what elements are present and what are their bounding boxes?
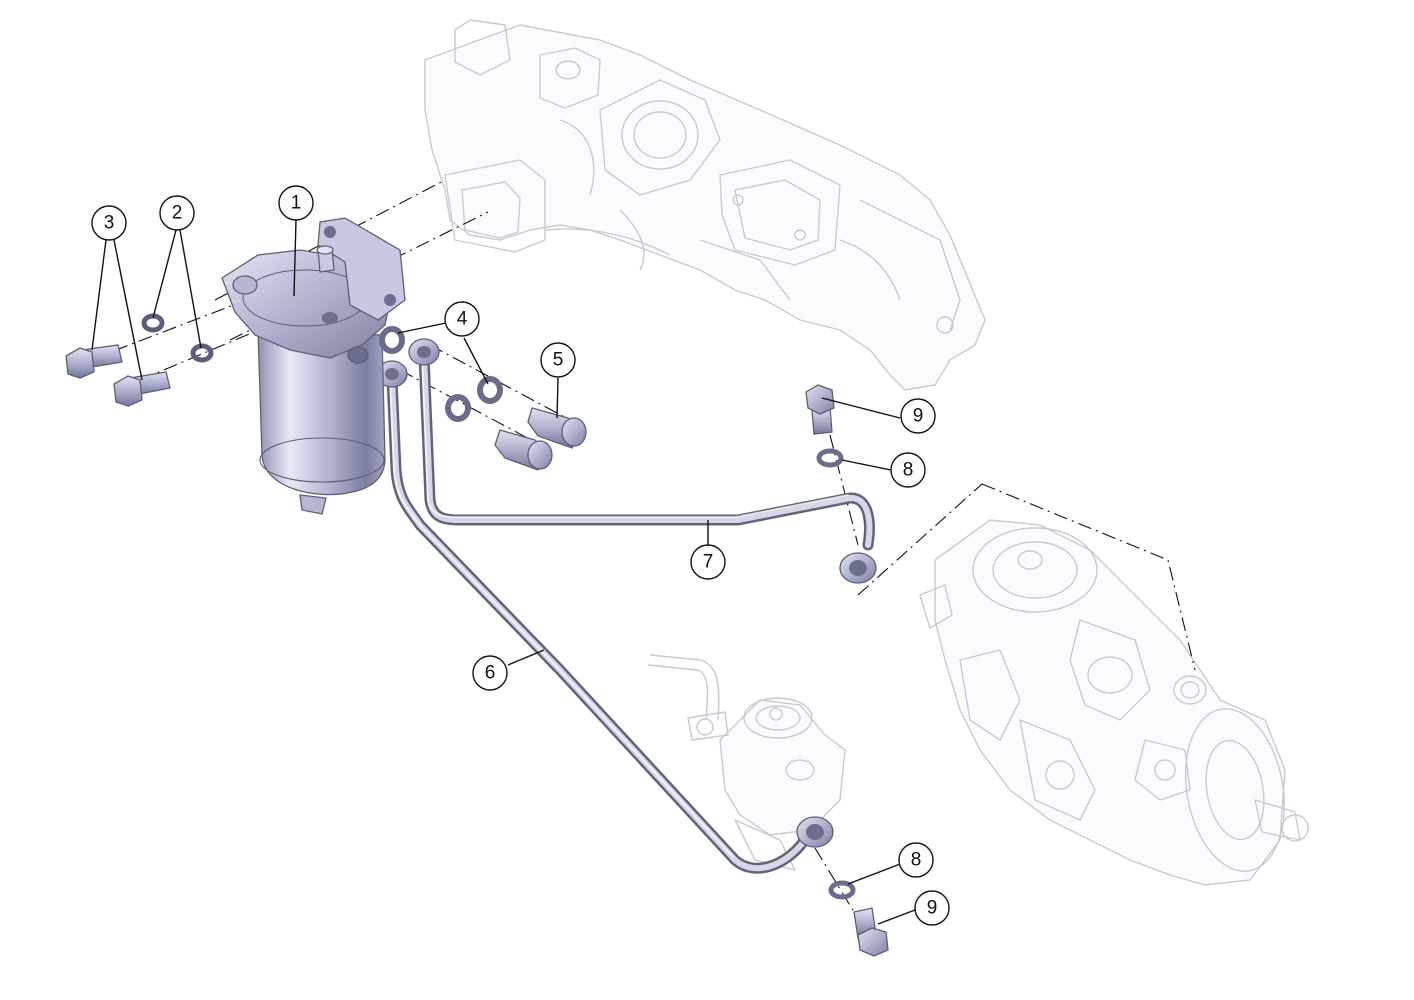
svg-text:5: 5 <box>553 350 564 371</box>
svg-text:9: 9 <box>913 406 924 427</box>
banjo-bolt-9-lower <box>828 880 889 957</box>
callout-9-upper: 9 <box>900 398 936 434</box>
svg-text:3: 3 <box>104 213 115 234</box>
banjo-fittings <box>376 338 877 848</box>
washers-2 <box>141 313 214 363</box>
intake-manifold-outline <box>424 19 986 391</box>
svg-text:9: 9 <box>927 898 938 919</box>
callout-2: 2 <box>159 195 195 231</box>
fuel-filter <box>221 217 406 515</box>
callout-4: 4 <box>444 301 480 337</box>
banjo-bolts-5 <box>494 407 587 471</box>
callout-7: 7 <box>690 544 726 580</box>
callout-3: 3 <box>91 205 127 241</box>
svg-text:1: 1 <box>291 193 302 214</box>
callout-9-lower: 9 <box>914 890 950 926</box>
svg-text:6: 6 <box>485 663 496 684</box>
lift-pump-outline <box>647 654 846 871</box>
bolts-3 <box>65 344 171 407</box>
callout-8-upper: 8 <box>890 452 926 488</box>
svg-text:4: 4 <box>457 309 468 330</box>
callout-6: 6 <box>472 655 508 691</box>
callout-5: 5 <box>540 342 576 378</box>
fuel-pipe-6 <box>386 372 814 874</box>
seal-rings-4 <box>379 326 503 422</box>
banjo-bolt-9-upper <box>805 384 844 468</box>
svg-text:2: 2 <box>172 203 183 224</box>
svg-text:7: 7 <box>703 552 714 573</box>
injection-pump-outline <box>919 519 1309 886</box>
callout-8-lower: 8 <box>898 842 934 878</box>
callout-1: 1 <box>278 185 314 221</box>
fuel-pipe-7 <box>418 350 875 551</box>
svg-text:8: 8 <box>911 850 922 871</box>
svg-text:8: 8 <box>903 460 914 481</box>
leader-lines <box>91 219 916 925</box>
